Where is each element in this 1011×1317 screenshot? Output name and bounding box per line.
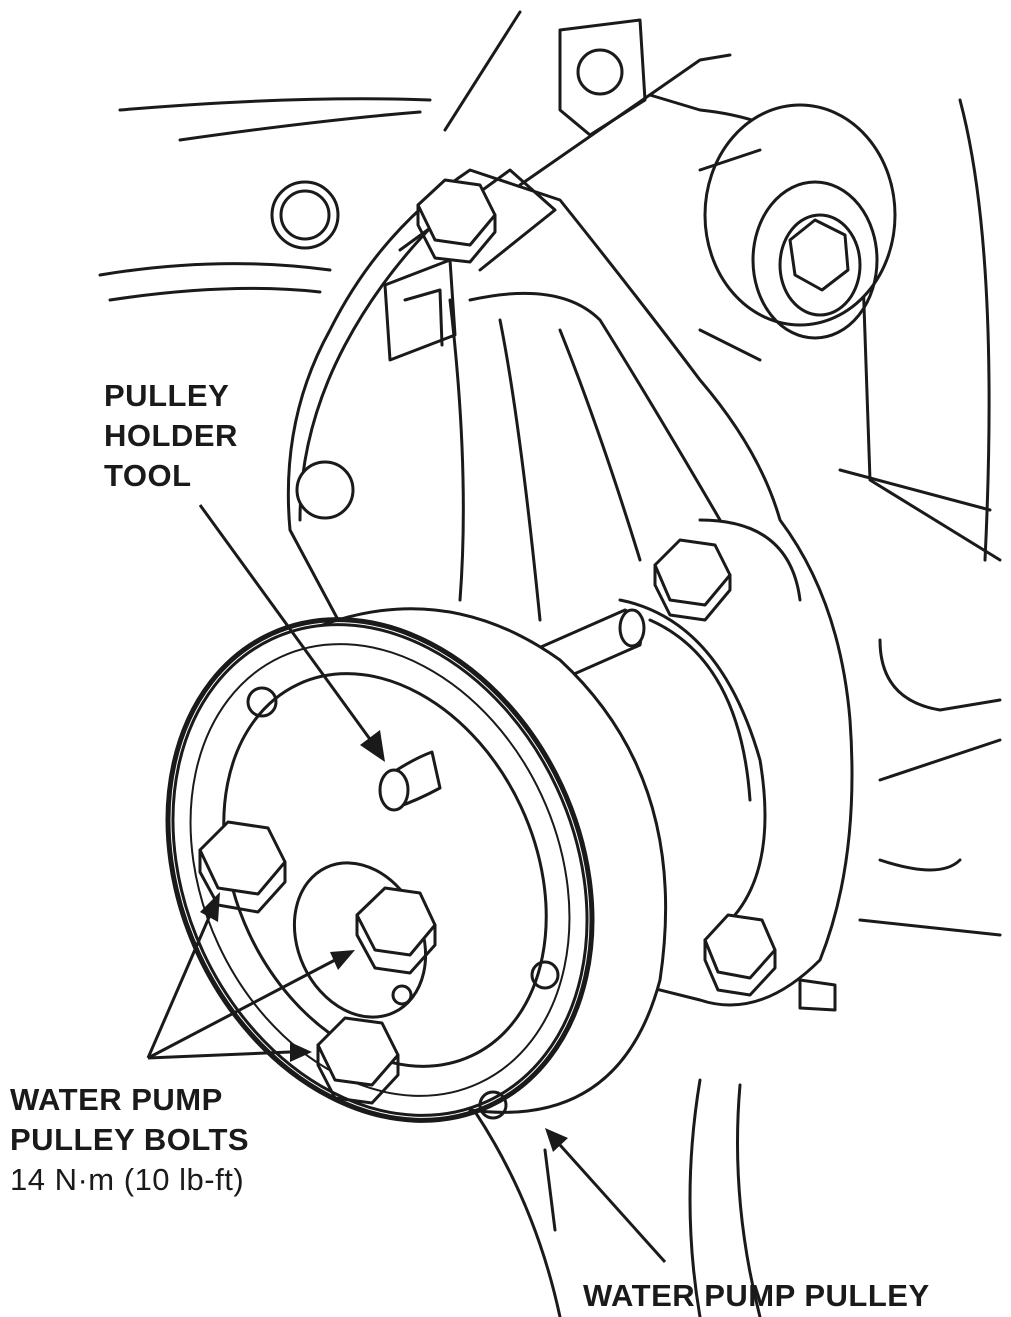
water-pump-pulley xyxy=(165,607,668,1123)
label-line: PULLEY BOLTS xyxy=(10,1122,250,1157)
torque-spec: 14 N·m (10 lb-ft) xyxy=(10,1162,245,1197)
label-line: PULLEY xyxy=(104,378,230,413)
pulley-holder-peg xyxy=(378,750,442,812)
label-line: TOOL xyxy=(104,458,192,493)
leader-water-pump-pulley xyxy=(545,1128,667,1264)
label-line: WATER PUMP xyxy=(10,1082,223,1117)
leader-pulley-bolts xyxy=(146,892,355,1062)
leader-pulley-holder-tool xyxy=(198,504,385,762)
label-line: WATER PUMP PULLEY xyxy=(583,1278,930,1313)
idler-pulley xyxy=(698,103,897,362)
label-water-pump-pulley: WATER PUMP PULLEY xyxy=(583,1276,930,1316)
housing-bolts xyxy=(270,178,837,1012)
label-line: HOLDER xyxy=(104,418,238,453)
label-pulley-holder-tool: PULLEY HOLDER TOOL xyxy=(104,376,238,496)
label-water-pump-pulley-bolts: WATER PUMP PULLEY BOLTS 14 N·m (10 lb-ft… xyxy=(10,1080,249,1200)
water-pump-housing xyxy=(286,168,854,1007)
pulley-bolts xyxy=(198,820,437,1105)
